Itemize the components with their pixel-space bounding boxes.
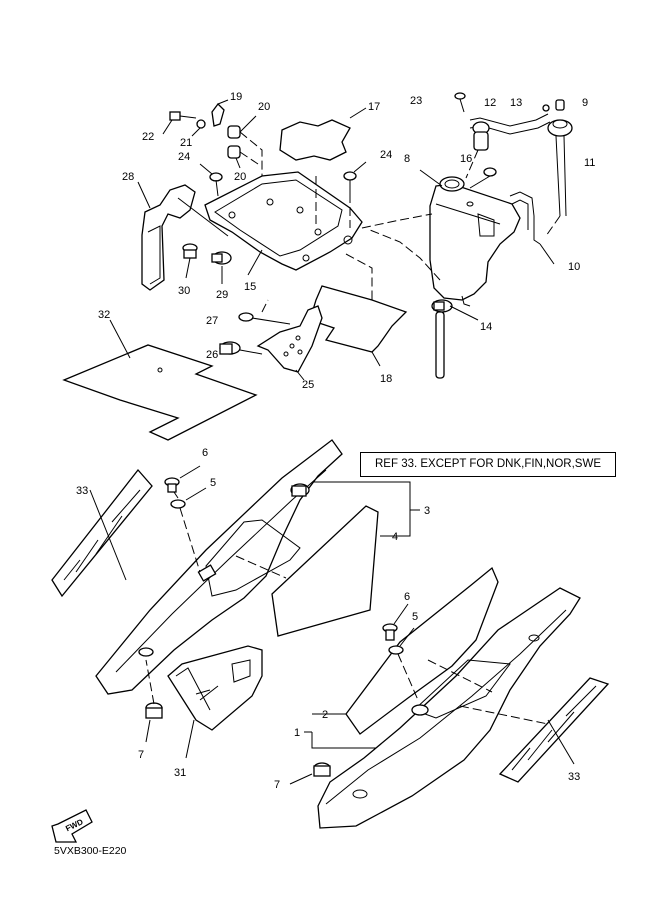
parts-5-6-right (382, 603, 419, 701)
part-4-left-panel (271, 505, 379, 637)
callout-8: 8 (404, 153, 410, 165)
callout-14: 14 (480, 321, 492, 333)
callout-10: 10 (568, 261, 580, 273)
callout-23: 23 (410, 95, 422, 107)
reference-note: REF 33. EXCEPT FOR DNK,FIN,NOR,SWE (360, 452, 616, 477)
part-32-seat-sheet (62, 319, 258, 441)
part-33-decal-right (498, 677, 610, 783)
callout-17: 17 (368, 101, 380, 113)
part-1-right-side-cover (317, 587, 581, 829)
callout-3: 3 (424, 505, 430, 517)
callout-6b: 6 (404, 591, 410, 603)
callout-29: 29 (216, 289, 228, 301)
parts-cap-and-tube (454, 92, 573, 237)
callout-1: 1 (294, 727, 300, 739)
callout-7b: 7 (274, 779, 280, 791)
part-7-grommet-right (289, 762, 331, 785)
callout-19: 19 (230, 91, 242, 103)
callout-25: 25 (302, 379, 314, 391)
callout-9: 9 (582, 97, 588, 109)
callout-15: 15 (244, 281, 256, 293)
callout-5b: 5 (412, 611, 418, 623)
part-2-right-panel (345, 566, 499, 735)
lower-connection-lines (235, 555, 549, 725)
part-25-bracket (256, 305, 323, 381)
part-16-bolt (469, 167, 497, 189)
callout-labels: 19 20 17 22 21 24 20 24 28 30 29 15 23 1… (76, 91, 595, 791)
callout-33b: 33 (568, 771, 580, 783)
part-18-guard (309, 285, 408, 367)
callout-28: 28 (122, 171, 134, 183)
parts-upper-hardware (162, 99, 263, 176)
callout-4: 4 (392, 531, 398, 543)
part-31-bracket (167, 645, 263, 759)
part-10-hose (509, 191, 555, 265)
callout-21: 21 (180, 137, 192, 149)
part-8-reservoir-tank (419, 169, 521, 307)
callout-11: 11 (584, 157, 595, 169)
part-27-bolt (238, 312, 291, 325)
part-28-bracket (137, 181, 229, 291)
callout-5a: 5 (210, 477, 216, 489)
part-7-grommet-left (145, 659, 163, 743)
callout-33a: 33 (76, 485, 88, 497)
callout-26: 26 (206, 349, 218, 361)
part-29-clamp (211, 251, 232, 284)
part-30-bolt (182, 243, 198, 279)
callout-16: 16 (460, 153, 472, 165)
part-33-decal-left (51, 468, 153, 598)
callout-7a: 7 (138, 749, 144, 761)
part-17-cover-plate (279, 107, 367, 161)
callout-24a: 24 (178, 151, 190, 163)
part-26-clamp (219, 341, 263, 355)
parts-5-6-left (164, 465, 207, 573)
callout-6a: 6 (202, 447, 208, 459)
callout-22: 22 (142, 131, 154, 143)
part-15-bracket-plate (204, 171, 363, 276)
part-3-left-side-cover (95, 439, 343, 695)
callout-20a: 20 (258, 101, 270, 113)
callout-30: 30 (178, 285, 190, 297)
part-14-clamp (431, 299, 479, 379)
fwd-arrow-icon: FWD (51, 809, 93, 843)
callout-18: 18 (380, 373, 392, 385)
callout-24b: 24 (380, 149, 392, 161)
parts-24-bolts (199, 161, 367, 228)
callout-12: 12 (484, 97, 496, 109)
group-brackets (304, 481, 420, 749)
callout-2: 2 (322, 709, 328, 721)
callout-32: 32 (98, 309, 110, 321)
callout-31: 31 (174, 767, 186, 779)
callout-13: 13 (510, 97, 522, 109)
callout-27: 27 (206, 315, 218, 327)
diagram-code: 5VXB300-E220 (54, 845, 127, 857)
upper-connection-lines (261, 176, 441, 313)
callout-20b: 20 (234, 171, 246, 183)
